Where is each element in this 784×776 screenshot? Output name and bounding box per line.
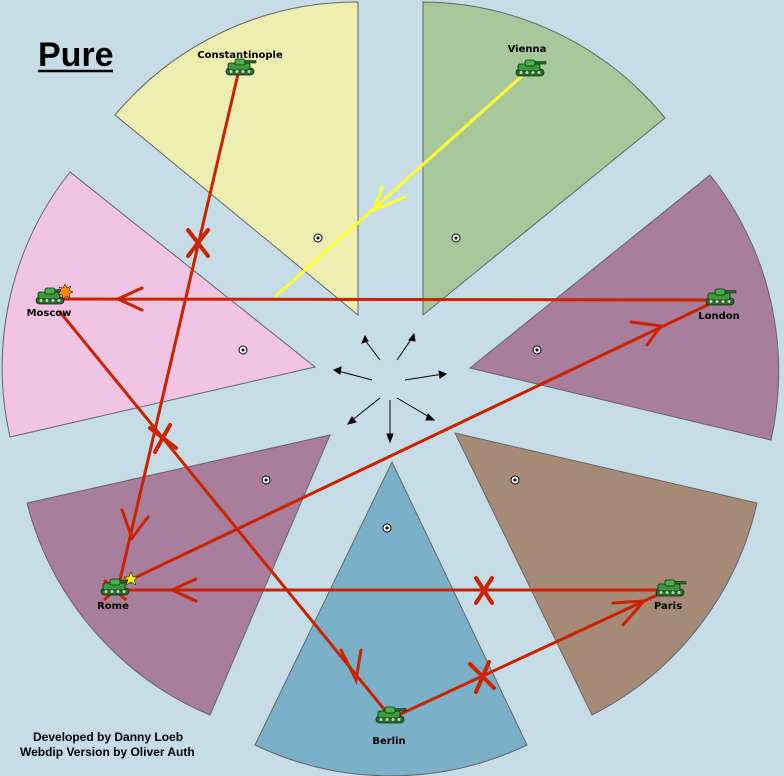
territory-rome[interactable] (26, 434, 331, 716)
move-arrowhead-icon (168, 577, 198, 603)
order-london-move[interactable] (60, 297, 720, 302)
territory-label-moscow: Moscow (27, 308, 72, 319)
territory-vienna[interactable] (422, 1, 666, 317)
territory-label-rome: Rome (97, 601, 129, 612)
territory-paris[interactable] (454, 432, 758, 716)
move-arrowhead-icon (114, 286, 144, 312)
unit-rome[interactable] (100, 571, 139, 602)
support-arrowhead-icon (371, 185, 407, 213)
supply-centers (238, 233, 542, 533)
orders-layer (58, 72, 720, 720)
map-title: Pure (38, 36, 114, 74)
credit-developer: Developed by Danny Loeb (33, 730, 183, 744)
star-icon (123, 571, 139, 586)
failed-order-x-icon (186, 228, 210, 258)
failed-order-x-icon (148, 423, 178, 454)
order-berlin-move[interactable] (390, 588, 670, 720)
labels-layer: Constantinople Vienna Moscow London Rome… (27, 44, 740, 747)
territory-label-london: London (698, 311, 740, 322)
supply-center-icon (238, 345, 248, 355)
failed-order-x-icon (468, 660, 496, 694)
territory-label-vienna: Vienna (508, 44, 547, 55)
territory-moscow[interactable] (1, 171, 317, 438)
supply-center-icon (382, 523, 392, 533)
center-compass (332, 332, 448, 444)
move-arrowhead-icon (611, 599, 648, 627)
credit-webdip: Webdip Version by Oliver Auth (20, 745, 195, 759)
supply-center-icon (532, 345, 542, 355)
retreat-burst-icon (57, 283, 74, 300)
order-vienna-support[interactable] (274, 74, 524, 298)
territory-london[interactable] (468, 174, 780, 441)
order-moscow-move[interactable] (58, 310, 390, 716)
order-rome-move[interactable] (124, 298, 720, 584)
supply-center-icon (261, 475, 271, 485)
move-arrowhead-icon (629, 320, 664, 347)
territory-label-paris: Paris (654, 601, 682, 612)
territory-label-constantinople: Constantinople (197, 50, 283, 61)
failed-order-x-icon (474, 576, 494, 605)
move-arrowhead-icon (339, 648, 363, 685)
supply-center-icon (313, 233, 323, 243)
territory-label-berlin: Berlin (372, 736, 405, 747)
supply-center-icon (510, 475, 520, 485)
territory-constantinople[interactable] (114, 1, 359, 317)
units-layer (35, 58, 737, 724)
supply-center-icon (451, 233, 461, 243)
order-constantinople-move[interactable] (118, 72, 240, 582)
move-arrowhead-icon (120, 508, 150, 542)
unit-moscow[interactable] (35, 283, 74, 305)
